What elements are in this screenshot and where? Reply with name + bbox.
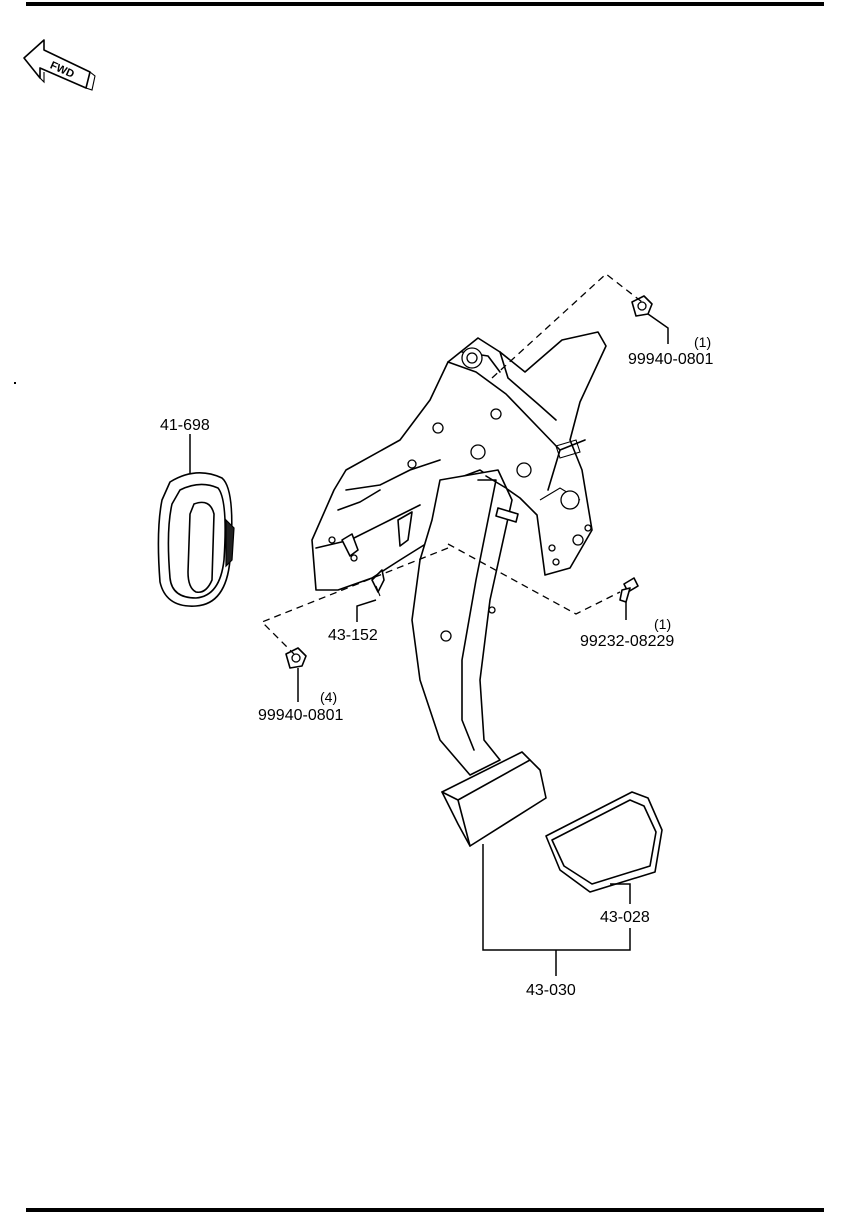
label-bolt: 99232-08229: [580, 633, 674, 650]
scan-mark: [14, 382, 16, 384]
leader-clip: [356, 599, 377, 622]
label-nut-left: 99940-0801: [258, 707, 344, 724]
label-pad: 43-028: [600, 909, 650, 926]
fwd-arrow-icon: FWD: [23, 39, 96, 91]
pedal-bracket: [311, 331, 607, 591]
pedal-arm: [411, 469, 519, 776]
dashed-line-left-nut: [260, 547, 449, 655]
top-border-rule: [26, 2, 824, 6]
label-nut-top: 99940-0801: [628, 351, 714, 368]
dashed-line-top-nut: [491, 273, 643, 379]
pedal-foot: [441, 751, 547, 847]
clip: [371, 569, 385, 597]
qty-nut-left: (4): [320, 689, 337, 705]
leader-assembly: [482, 844, 631, 976]
nut-left: [285, 647, 307, 669]
label-grommet: 41-698: [160, 417, 210, 434]
grommet: [157, 472, 235, 607]
leader-nut-top: [647, 313, 669, 344]
qty-nut-top: (1): [694, 334, 711, 350]
label-clip: 43-152: [328, 627, 378, 644]
pedal-pad: [545, 791, 663, 893]
bolt: [619, 577, 639, 603]
label-assembly: 43-030: [526, 982, 576, 999]
dashed-line-bolt: [447, 543, 621, 615]
qty-bolt: (1): [654, 616, 671, 632]
bottom-border-rule: [26, 1208, 824, 1212]
leader-pad: [610, 883, 631, 904]
nut-top: [631, 295, 653, 317]
